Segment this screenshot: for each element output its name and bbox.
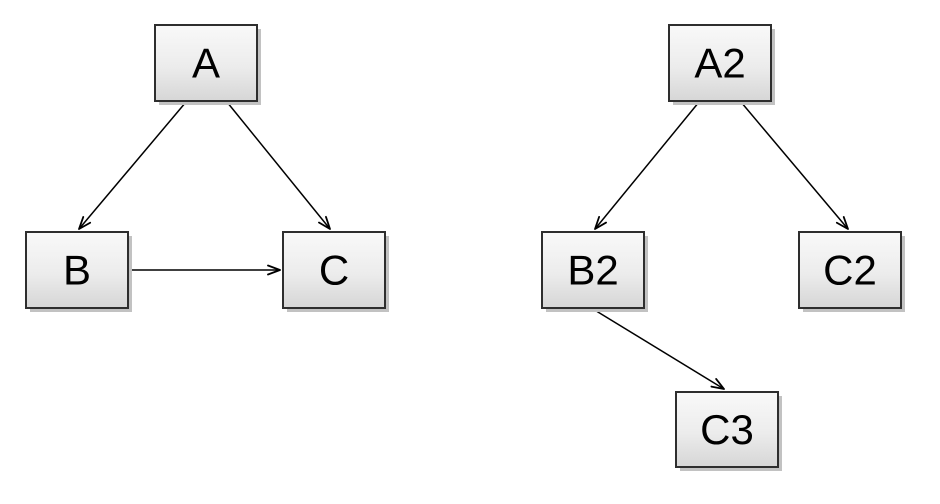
node-A2: A2 (668, 24, 775, 105)
node-box (25, 231, 129, 309)
node-box (675, 391, 779, 468)
edge-A-B (78, 101, 187, 230)
node-box (798, 231, 902, 309)
edge-B2-C3 (592, 308, 725, 390)
node-label: C2 (823, 247, 877, 294)
node-C: C (282, 231, 389, 312)
node-box (154, 24, 258, 102)
node-C2: C2 (798, 231, 905, 312)
edge-A-C (226, 101, 331, 230)
node-B2: B2 (541, 231, 648, 312)
node-label: A (192, 40, 220, 87)
edge-A2-B2 (594, 101, 700, 230)
left-graph: A B C (25, 24, 389, 312)
node-C3: C3 (675, 391, 782, 471)
node-label: C3 (700, 406, 754, 453)
node-B: B (25, 231, 132, 312)
node-box (541, 231, 645, 309)
node-A: A (154, 24, 261, 105)
node-label: B (63, 247, 91, 294)
node-box (282, 231, 386, 309)
node-label: C (319, 247, 349, 294)
node-label: A2 (694, 40, 745, 87)
node-label: B2 (567, 247, 618, 294)
edge-A2-C2 (740, 101, 849, 230)
node-box (668, 24, 772, 102)
